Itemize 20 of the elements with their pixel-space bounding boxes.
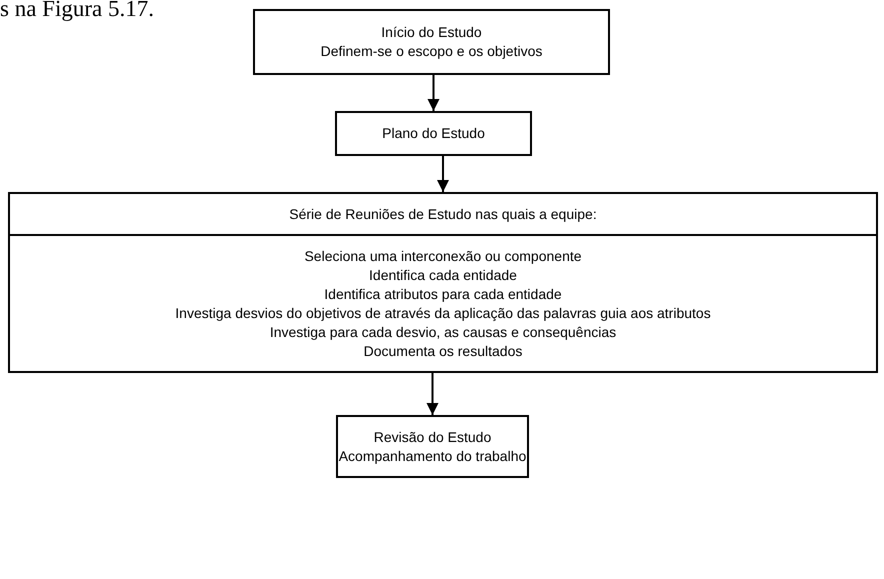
step-text: Documenta os resultados bbox=[364, 342, 522, 360]
process-box bbox=[335, 111, 532, 156]
step-text: Investiga para cada desvio, as causas e consequências bbox=[270, 322, 616, 342]
box-title: Plano do Estudo bbox=[382, 124, 485, 143]
step-text: Investiga desvios do objetivos de através da aplicação das palavras guia aos atributos bbox=[175, 304, 711, 322]
arrow bbox=[428, 75, 440, 111]
arrow bbox=[426, 373, 438, 415]
process-panel bbox=[8, 192, 878, 373]
step-text: Identifica cada entidade bbox=[369, 266, 517, 284]
step-text: Identifica atributos para cada entidade bbox=[324, 284, 562, 304]
box-text: Definem-se o escopo e os objetivos bbox=[320, 42, 542, 61]
arrow bbox=[437, 156, 449, 192]
box-title: Início do Estudo bbox=[381, 23, 482, 42]
box-text: Acompanhamento do trabalho bbox=[338, 446, 526, 466]
step-text: Seleciona uma interconexão ou componente bbox=[304, 246, 582, 266]
process-box bbox=[336, 415, 529, 478]
panel-heading: Série de Reuniões de Estudo nas quais a equipe: bbox=[289, 204, 597, 224]
box-title: Revisão do Estudo bbox=[374, 428, 492, 446]
caption-text: s na Figura 5.17. bbox=[0, 0, 154, 22]
process-box bbox=[253, 9, 610, 75]
